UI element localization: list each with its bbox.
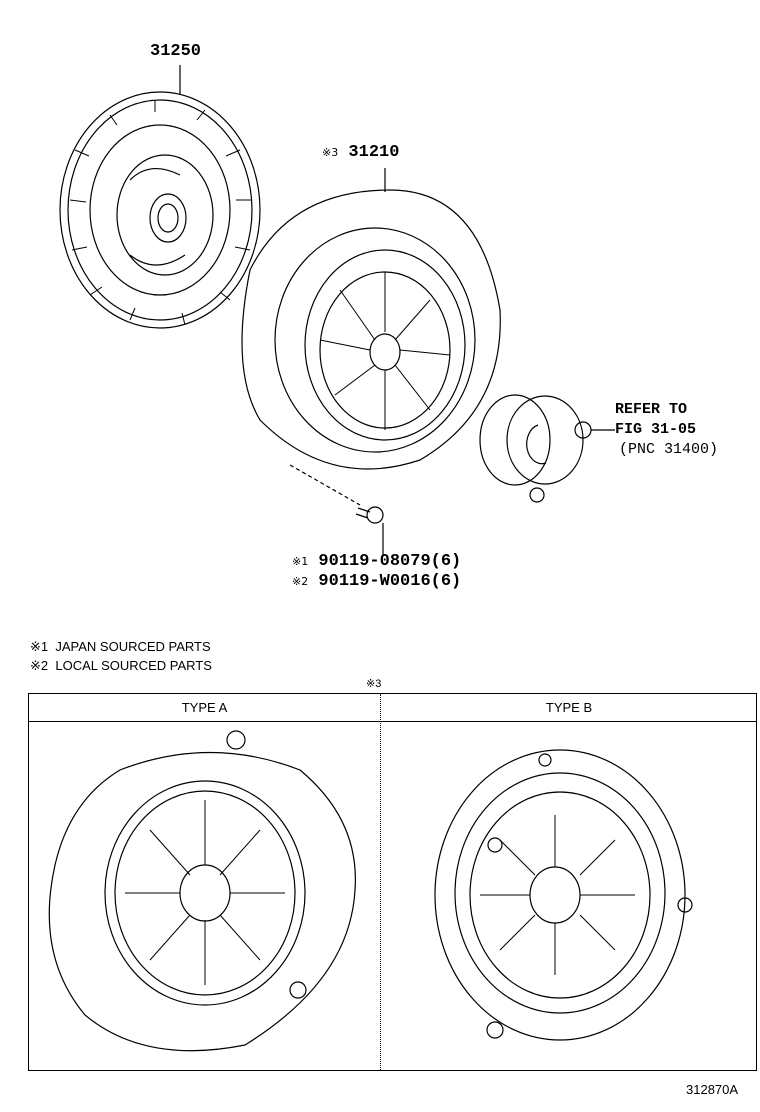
ref-line-2: FIG 31-05 (615, 421, 697, 438)
figure-id: 312870A (686, 1082, 739, 1097)
type-b-cover-drawing (434, 749, 693, 1041)
footnote-mark: ※3 (322, 146, 339, 159)
part-number: 31210 (348, 143, 400, 162)
ref-line-3: (PNC 31400) (619, 441, 719, 458)
release-bearing-drawing (479, 394, 615, 503)
footnote-mark: ※2 (292, 575, 309, 588)
note-1: ※1 JAPAN SOURCED PARTS (30, 639, 211, 654)
bolt-part-number-1[interactable]: ※1 90119-08079(6) (292, 552, 461, 571)
note-2: ※2 LOCAL SOURCED PARTS (30, 658, 212, 673)
part-number-31250[interactable]: 31250 (150, 42, 202, 61)
part-number: 90119-W0016(6) (318, 572, 462, 591)
clutch-disc-drawing (59, 65, 261, 329)
release-bearing-reference[interactable]: REFER TO FIG 31-05 (PNC 31400) (615, 400, 718, 460)
ref-line-1: REFER TO (615, 401, 688, 418)
part-number-31210[interactable]: ※3 31210 (322, 143, 399, 162)
clutch-cover-drawing (241, 168, 501, 555)
column-header-type-a: TYPE A (181, 700, 228, 715)
bolt-part-number-2[interactable]: ※2 90119-W0016(6) (292, 572, 461, 591)
type-a-cover-drawing (48, 730, 356, 1052)
column-divider (380, 694, 381, 1070)
footnote-mark: ※1 (292, 555, 309, 568)
variant-table-mark: ※3 (366, 678, 382, 690)
column-header-type-b: TYPE B (545, 700, 593, 715)
variant-table: TYPE A TYPE B (28, 693, 757, 1071)
part-number: 90119-08079(6) (318, 552, 462, 571)
table-header (29, 694, 756, 722)
